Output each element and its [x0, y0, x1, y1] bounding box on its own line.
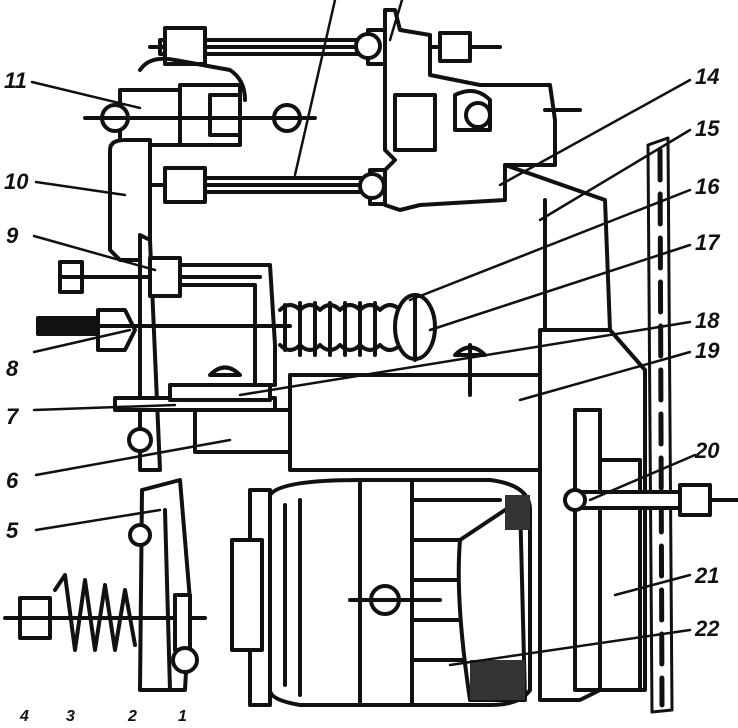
frame-21 — [538, 328, 647, 702]
bolt-20 — [563, 483, 738, 517]
lever-6 — [127, 408, 292, 454]
panel-edge — [646, 136, 674, 714]
left-contact-11 — [83, 56, 317, 147]
label-1: 1 — [178, 708, 187, 725]
label-16: 16 — [695, 174, 720, 199]
label-2: 2 — [128, 708, 137, 725]
label-7: 7 — [6, 404, 19, 429]
leader-lines — [30, 0, 697, 667]
label-10: 10 — [4, 169, 29, 194]
label-19: 19 — [695, 338, 720, 363]
bracket-9 — [58, 256, 277, 387]
coil-22 — [230, 478, 532, 707]
label-14: 14 — [695, 64, 720, 89]
vertical-bus-10 — [108, 138, 162, 472]
label-11: 11 — [4, 68, 27, 93]
spring-17 — [278, 293, 437, 362]
core-19 — [288, 343, 542, 472]
label-15: 15 — [695, 116, 720, 141]
lower-spring — [3, 573, 207, 674]
label-17: 17 — [695, 230, 720, 255]
label-18: 18 — [695, 308, 720, 333]
label-22: 22 — [695, 616, 720, 641]
label-3: 3 — [66, 708, 75, 725]
label-21: 21 — [695, 563, 720, 588]
label-5: 5 — [6, 518, 19, 543]
label-8: 8 — [6, 356, 19, 381]
label-4: 4 — [20, 708, 29, 725]
label-20: 20 — [695, 438, 720, 463]
armature-arm-7 — [113, 365, 277, 412]
label-9: 9 — [6, 223, 19, 248]
stud-8 — [36, 308, 292, 352]
label-6: 6 — [6, 468, 19, 493]
